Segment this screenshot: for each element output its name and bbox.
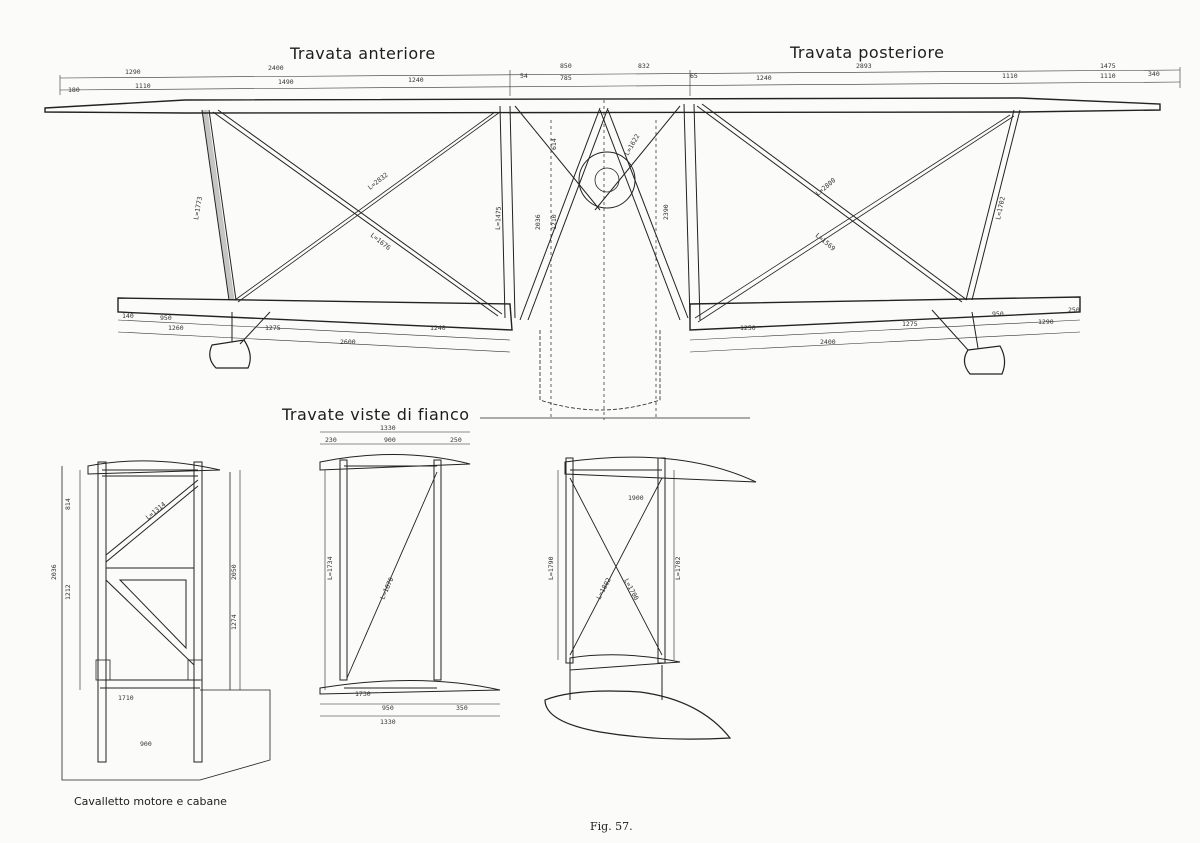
right-float xyxy=(963,345,1006,375)
right-bay xyxy=(683,103,1021,323)
side2-dim-8: 350 xyxy=(456,704,468,712)
dim-lower-7: 2400 xyxy=(820,338,836,346)
side1-dim-6: 1710 xyxy=(118,694,134,702)
dim-lower-11: 250 xyxy=(1068,306,1080,314)
dim-upper-9: 2893 xyxy=(856,62,872,70)
hull-outline xyxy=(539,330,661,411)
dim-upper-1: 1110 xyxy=(135,82,151,90)
lower-wing-right xyxy=(689,296,1081,331)
center-cabane xyxy=(480,100,750,420)
dim-lower-8: 1275 xyxy=(902,320,918,328)
side1-dim-0: 1212 xyxy=(64,584,72,600)
side2-brace-wire xyxy=(346,471,438,679)
dim-strut-5: 1210 xyxy=(550,214,558,230)
upper-wing xyxy=(44,97,1161,114)
left-float xyxy=(209,339,251,369)
side1-dim-7: 900 xyxy=(140,740,152,748)
dim-upper-8: 1240 xyxy=(756,74,772,82)
side-views-title: Travate viste di fianco xyxy=(282,405,470,424)
dim-strut-0: L=1773 xyxy=(192,196,204,221)
dim-upper-11: 1475 xyxy=(1100,62,1116,70)
right-tube-brace xyxy=(696,105,963,303)
side2-dim-1: 230 xyxy=(325,436,337,444)
dim-lower-6: 1250 xyxy=(740,324,756,332)
right-inner-strut xyxy=(683,103,691,321)
left-cross-wire xyxy=(234,111,496,301)
dim-lower-0: 140 xyxy=(122,312,134,320)
left-outer-strut xyxy=(202,109,235,301)
side3-dim-3: L=1802 xyxy=(595,576,613,601)
right-cross-wire xyxy=(694,114,1011,319)
side2-dim-5: L=1870 xyxy=(379,576,396,601)
dim-upper-15: 65 xyxy=(690,72,698,80)
dim-upper-10: 1110 xyxy=(1002,72,1018,80)
left-bay xyxy=(201,105,516,319)
dim-upper-7: 832 xyxy=(638,62,650,70)
engine-ring xyxy=(578,151,636,209)
dim-upper-6: 785 xyxy=(560,74,572,82)
right-outer-strut xyxy=(965,109,1015,301)
dim-upper-2: 2400 xyxy=(268,64,284,72)
side-view-engine-cabane: 1212 2036 L=1314 814 2050 1274 1710 900 xyxy=(50,460,271,781)
side2-dim-6: 1730 xyxy=(355,690,371,698)
side3-dim-0: L=1790 xyxy=(547,556,555,580)
dim-upper-14: 54 xyxy=(520,72,528,80)
dim-strut-6: 614 xyxy=(550,138,558,150)
side2-dim-7: 950 xyxy=(382,704,394,712)
dim-upper-5: 850 xyxy=(560,62,572,70)
dim-strut-8: L=2800 xyxy=(814,176,837,197)
side3-dim-1: L=1702 xyxy=(674,556,682,580)
front-elevation: 1290 1110 2400 1490 1240 850 785 832 124… xyxy=(44,62,1181,420)
dim-upper-12: 1110 xyxy=(1100,72,1116,80)
lower-dimension-lines xyxy=(117,319,1081,353)
dim-upper-3: 1490 xyxy=(278,78,294,86)
left-inner-strut xyxy=(499,105,506,319)
side3-wing-section xyxy=(564,456,757,483)
figure-number: Fig. 57. xyxy=(590,820,633,833)
rear-truss-title: Travata posteriore xyxy=(790,43,945,62)
dim-strut-9: L=1622 xyxy=(623,133,642,157)
dim-upper-4: 1240 xyxy=(408,76,424,84)
dim-upper-16: 340 xyxy=(1148,70,1160,78)
dim-strut-1: L=2832 xyxy=(366,171,389,192)
dim-strut-2: L=1676 xyxy=(369,231,392,252)
dim-strut-4: 2036 xyxy=(534,214,542,230)
dim-strut-3: L=1475 xyxy=(494,206,503,230)
dim-strut-11: L=1569 xyxy=(814,231,837,252)
side3-dim-2: 1900 xyxy=(628,494,644,502)
dim-strut-7: 2390 xyxy=(662,204,670,220)
side-view-front-truss: 1330 230 900 250 L=1734 L=1870 1730 950 … xyxy=(319,424,501,726)
side2-wing-section xyxy=(319,453,471,471)
side-view-rear-truss: L=1790 L=1702 1900 L=1802 L=1700 xyxy=(544,456,757,740)
lower-wing-left xyxy=(117,297,513,331)
dim-lower-4: 2600 xyxy=(340,338,356,346)
side1-dim-5: 1274 xyxy=(230,614,238,630)
dim-lower-9: 950 xyxy=(992,310,1004,318)
side1-dim-4: 2050 xyxy=(230,564,238,580)
dim-upper-13: 180 xyxy=(68,86,80,94)
side2-dim-3: 250 xyxy=(450,436,462,444)
side1-dim-2: L=1314 xyxy=(144,500,167,521)
side1-wing-section xyxy=(87,460,221,475)
side2-dim-2: 900 xyxy=(384,436,396,444)
side2-dim-0: 1330 xyxy=(380,424,396,432)
dim-upper-0: 1290 xyxy=(125,68,141,76)
side2-dim-4: L=1734 xyxy=(326,556,334,580)
left-tube-brace xyxy=(212,111,499,317)
front-truss-title: Travata anteriore xyxy=(290,44,436,63)
side3-float xyxy=(544,690,732,740)
side3-dim-4: L=1700 xyxy=(622,577,640,602)
dim-lower-1: 950 xyxy=(160,314,172,322)
upper-dimension-lines xyxy=(59,67,1181,96)
side2-dim-9: 1330 xyxy=(380,718,396,726)
dim-strut-10: L=1702 xyxy=(994,196,1007,221)
dim-lower-3: 1275 xyxy=(265,324,281,332)
dim-lower-5: 1240 xyxy=(430,324,446,332)
dim-lower-10: 1290 xyxy=(1038,318,1054,326)
side1-dim-3: 814 xyxy=(64,498,72,510)
engine-cabane-caption: Cavalletto motore e cabane xyxy=(74,795,227,808)
dim-lower-2: 1260 xyxy=(168,324,184,332)
side1-dim-1: 2036 xyxy=(50,564,58,580)
